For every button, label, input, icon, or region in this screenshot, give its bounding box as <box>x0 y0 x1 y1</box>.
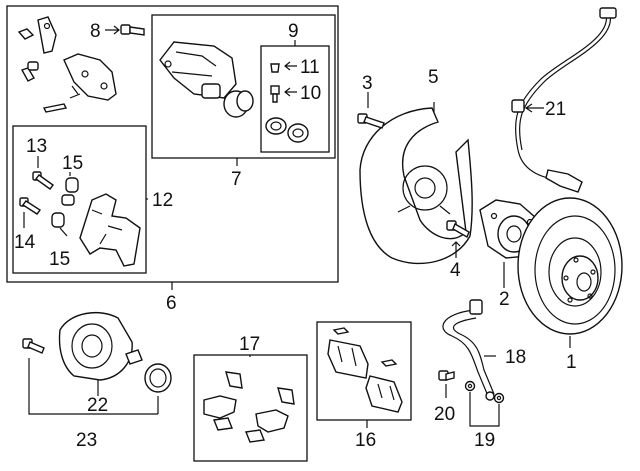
callout-11: 11 <box>300 57 320 78</box>
callout-5: 5 <box>428 67 439 88</box>
callout-15a: 15 <box>62 153 83 174</box>
callout-14: 14 <box>14 232 36 253</box>
callout-7: 7 <box>231 169 242 190</box>
callout-20: 20 <box>434 404 455 425</box>
callout-2: 2 <box>499 289 510 310</box>
callout-18: 18 <box>505 347 526 368</box>
bleeder-screw-10 <box>270 85 297 103</box>
caliper-actuator-22 <box>58 311 143 396</box>
callout-12: 12 <box>152 190 173 211</box>
callout-8: 8 <box>90 21 101 42</box>
dust-shield <box>359 107 473 265</box>
guide-pin-13 <box>32 156 54 190</box>
banjo-bolt-20 <box>438 370 455 398</box>
callout-6: 6 <box>166 293 177 314</box>
boot-15 <box>65 172 79 193</box>
mounting-bracket-parts <box>17 16 117 113</box>
callout-17: 17 <box>239 334 260 355</box>
callout-4: 4 <box>450 260 461 281</box>
abs-sensor-wire <box>511 7 617 193</box>
bolt-23 <box>22 338 158 415</box>
group-box-7 <box>151 14 336 159</box>
callout-3: 3 <box>362 73 373 94</box>
callout-19: 19 <box>474 430 495 451</box>
callout-21: 21 <box>545 99 566 120</box>
callout-9: 9 <box>288 21 299 42</box>
callout-15b: 15 <box>49 249 70 270</box>
pad-hardware-clips <box>203 371 295 443</box>
caliper-bracket <box>79 193 141 267</box>
washers-19 <box>464 380 505 427</box>
o-ring <box>144 363 172 414</box>
bleeder-cap-11 <box>270 61 297 73</box>
bolt-3 <box>357 92 385 129</box>
callout-23: 23 <box>76 430 97 451</box>
callout-16: 16 <box>355 430 376 451</box>
brake-rotor <box>517 197 623 348</box>
bolt-4 <box>446 220 470 258</box>
brake-hose <box>442 299 496 401</box>
guide-pin-14 <box>19 197 42 215</box>
callout-1: 1 <box>566 352 577 373</box>
callout-10: 10 <box>300 83 321 104</box>
boot-15b <box>51 194 75 228</box>
brake-pads <box>327 327 403 413</box>
caliper-body <box>159 41 237 99</box>
caliper-piston <box>223 90 254 118</box>
seal-rings <box>265 117 309 143</box>
bolt-8 <box>105 24 145 36</box>
callout-13: 13 <box>26 136 47 157</box>
callout-22: 22 <box>87 395 108 416</box>
group-box-16 <box>316 321 412 421</box>
